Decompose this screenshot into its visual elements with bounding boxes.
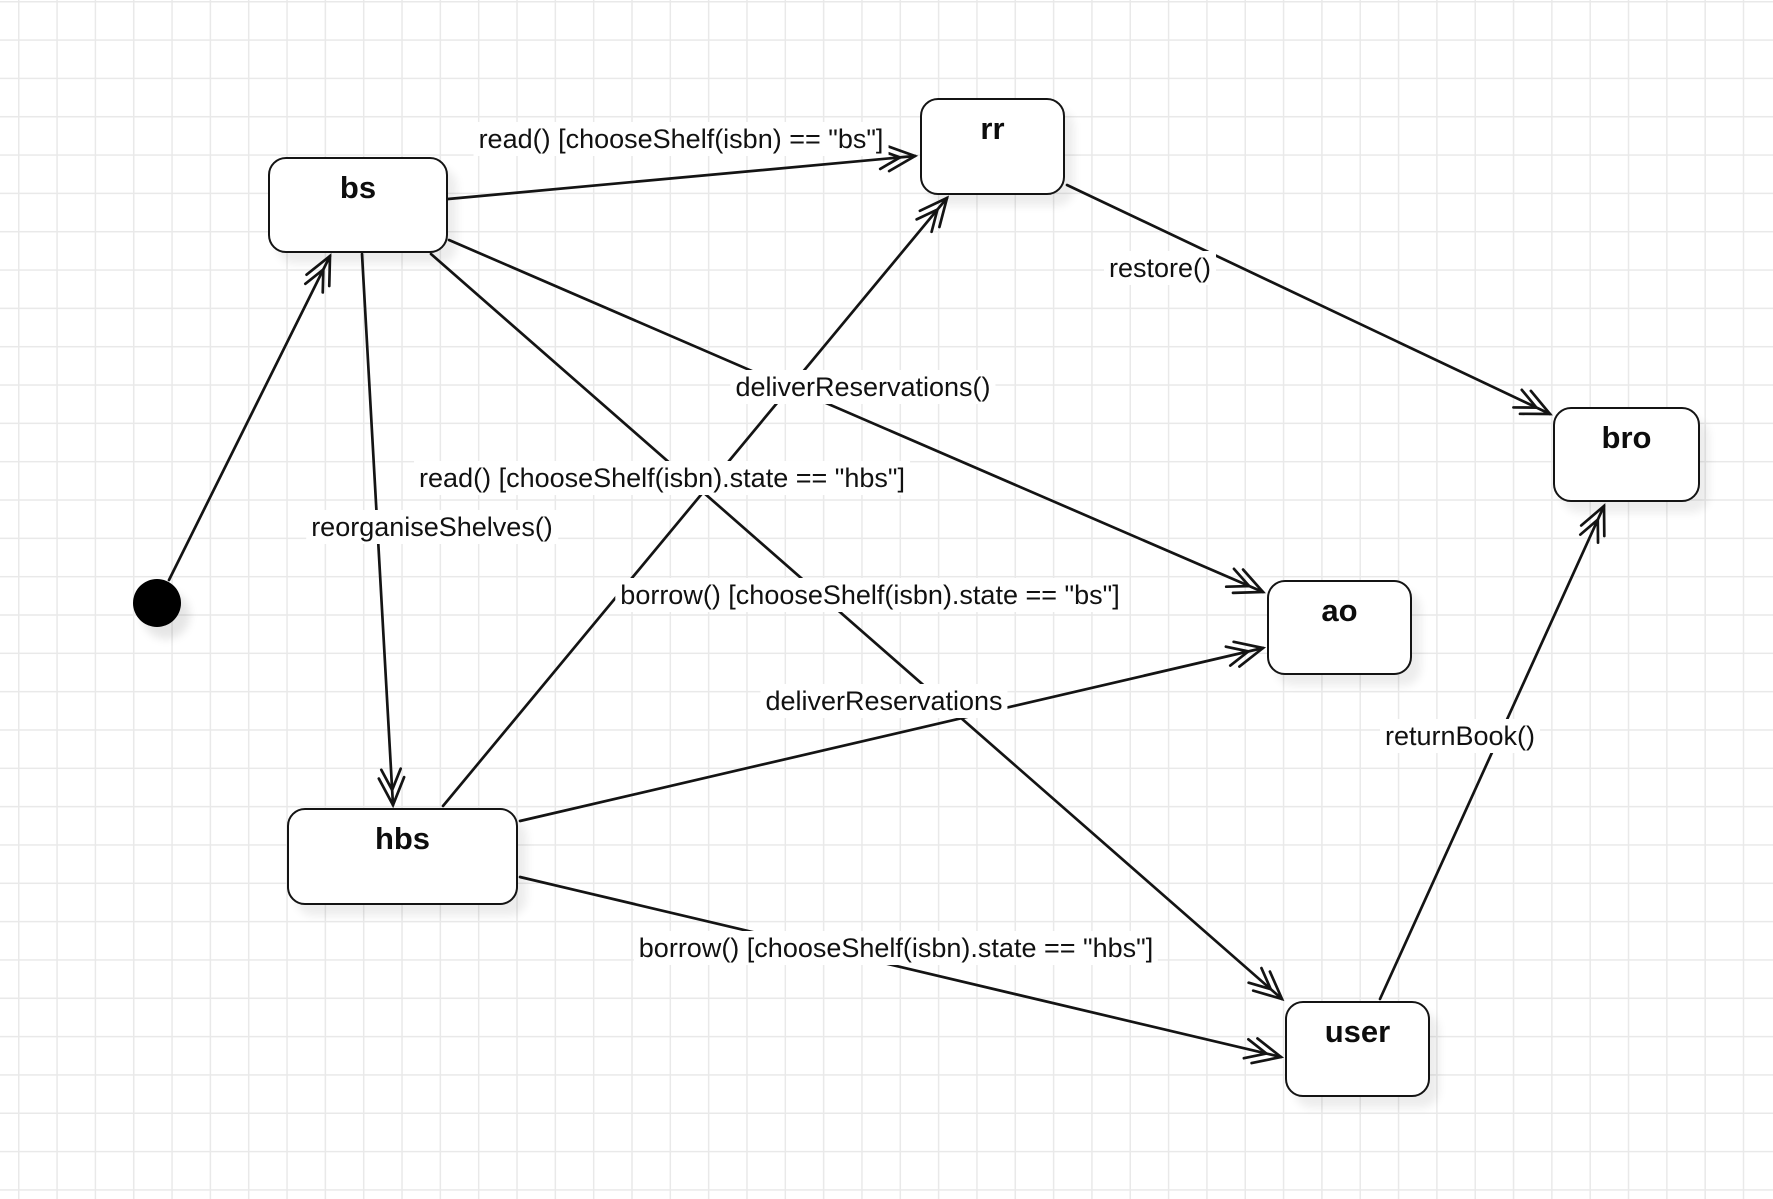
transition-bs-to-user[interactable] [429, 252, 1285, 1002]
transition-label-user-to-bro[interactable]: returnBook() [1379, 719, 1541, 753]
state-name-label: rr [980, 111, 1005, 146]
transition-label-hbs-to-user[interactable]: borrow() [chooseShelf(isbn).state == "hb… [633, 931, 1159, 965]
state-node-rr[interactable]: rr [920, 98, 1065, 195]
transition-line [1065, 183, 1552, 416]
arrowhead-chevron [1250, 1037, 1285, 1065]
state-name-label: bs [339, 170, 377, 205]
transition-line [518, 875, 1283, 1059]
transition-bs-to-ao[interactable] [447, 238, 1266, 595]
transition-rr-to-bro[interactable] [1065, 183, 1553, 416]
state-name-label: bro [1601, 420, 1652, 455]
transition-initial-to-bs[interactable] [167, 253, 332, 582]
transition-label-hbs-to-rr[interactable]: read() [chooseShelf(isbn).state == "hbs"… [414, 461, 910, 495]
arrowhead-chevron [303, 266, 325, 294]
transition-label-hbs-to-ao[interactable]: deliverReservations [760, 684, 1008, 718]
state-name-label: ao [1321, 593, 1358, 628]
arrowhead-chevron [1247, 966, 1274, 992]
arrowhead-chevron [1518, 389, 1553, 416]
transition-hbs-to-rr[interactable] [441, 195, 950, 808]
transition-line [447, 238, 1265, 594]
transition-label-rr-to-bro[interactable]: restore() [1103, 251, 1217, 285]
transition-hbs-to-user[interactable] [518, 875, 1285, 1065]
transition-line [446, 154, 917, 201]
arrowhead-chevron [1251, 970, 1285, 1002]
arrowhead-chevron [1242, 1037, 1270, 1060]
arrowhead-chevron [305, 253, 332, 288]
arrowhead-chevron [1232, 640, 1267, 668]
state-name-label: hbs [374, 821, 431, 856]
transition-line [518, 646, 1265, 823]
state-node-bs[interactable]: bs [268, 157, 448, 253]
arrowhead-chevron [1512, 388, 1540, 409]
arrowhead-chevron [1578, 516, 1600, 545]
state-node-user[interactable]: user [1285, 1001, 1430, 1097]
arrowhead-chevron [1579, 503, 1606, 538]
arrowhead-chevron [379, 767, 403, 794]
transition-label-bs-to-user[interactable]: borrow() [chooseShelf(isbn).state == "bs… [615, 578, 1125, 612]
initial-state-dot[interactable] [133, 579, 181, 627]
transition-label-bs-to-hbs[interactable]: reorganiseShelves() [306, 510, 558, 544]
transition-hbs-to-ao[interactable] [518, 640, 1267, 823]
transition-label-bs-to-ao[interactable]: deliverReservations() [730, 370, 996, 404]
arrowhead-chevron [885, 144, 919, 173]
transition-line [441, 196, 949, 808]
state-name-label: user [1324, 1014, 1391, 1049]
transition-line [429, 252, 1284, 1001]
arrowhead-chevron [918, 195, 950, 229]
transition-label-bs-to-rr[interactable]: read() [chooseShelf(isbn) == "bs"] [473, 122, 889, 156]
state-node-ao[interactable]: ao [1267, 580, 1412, 675]
arrowhead-chevron [377, 775, 406, 809]
transition-line [167, 254, 332, 582]
arrowhead-chevron [1224, 567, 1253, 589]
state-node-hbs[interactable]: hbs [287, 808, 518, 905]
arrowhead-chevron [915, 207, 940, 234]
state-node-bro[interactable]: bro [1553, 407, 1700, 502]
arrowhead-chevron [1231, 568, 1266, 595]
arrowhead-chevron [1224, 645, 1252, 667]
